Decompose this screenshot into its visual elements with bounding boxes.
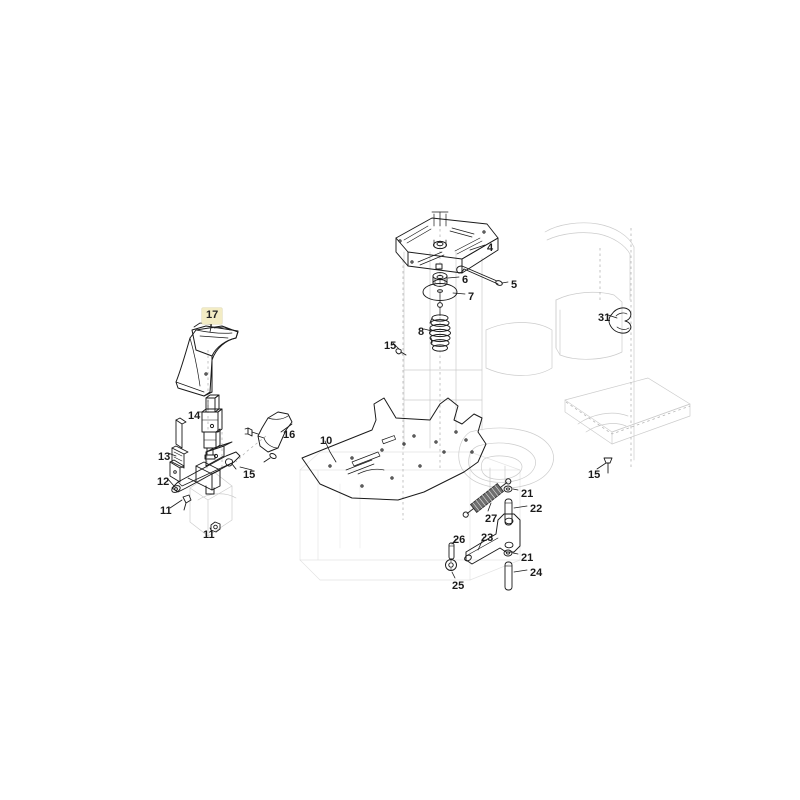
callout-16-knob-handle[interactable]: 16 — [283, 429, 296, 441]
callout-14-lever-body[interactable]: 14 — [188, 410, 201, 422]
part-21a-washer — [503, 485, 513, 493]
part-11a-bolt — [182, 494, 192, 511]
part-25-bushing-ring — [445, 559, 457, 571]
callout-15-screw[interactable]: 15 — [588, 469, 601, 481]
callout-7-washer-disc[interactable]: 7 — [468, 291, 475, 303]
part-22-pin-rod — [504, 498, 513, 526]
callout-15-screw[interactable]: 15 — [384, 340, 397, 352]
part-5-rod-link — [456, 265, 503, 286]
callout-31-clip-bracket[interactable]: 31 — [598, 312, 611, 324]
callout-leader-lines — [166, 244, 618, 579]
part-13-latch-plate — [169, 417, 189, 483]
part-21b-washer — [503, 549, 513, 557]
callout-11-bolt[interactable]: 11 — [160, 505, 172, 517]
part-16-knob-handle — [244, 411, 293, 463]
part-15a-screw — [395, 348, 407, 356]
callout-5-rod-link[interactable]: 5 — [511, 279, 518, 291]
callout-26-pin[interactable]: 26 — [453, 534, 466, 546]
part-24-pin-rod — [504, 561, 513, 591]
part-23-lever-arm — [464, 513, 521, 565]
callout-22-pin-rod[interactable]: 22 — [530, 503, 543, 515]
alignment-dashed-lines — [206, 218, 691, 520]
part-27-tension-spring — [462, 478, 512, 518]
callout-15-screw[interactable]: 15 — [243, 469, 256, 481]
part-10-floor-plate — [301, 397, 487, 501]
part-12-bracket-arm — [171, 441, 241, 495]
callout-11-nut[interactable]: 11 — [203, 529, 215, 541]
callout-10-floor-plate[interactable]: 10 — [320, 435, 333, 447]
part-8-coil-spring — [429, 314, 451, 352]
part-7-washer-disc — [422, 283, 458, 316]
callout-21-washer[interactable]: 21 — [521, 552, 534, 564]
part-4-pedal-pad — [395, 211, 499, 274]
part-15c-screw — [603, 457, 613, 474]
part-31-clip-bracket — [608, 307, 632, 334]
callout-4-pedal-pad-plate[interactable]: 4 — [487, 242, 494, 254]
callout-23-lever-arm[interactable]: 23 — [481, 532, 494, 544]
part-15b-screw — [225, 458, 237, 470]
part-26-pin — [448, 542, 455, 560]
callout-17-console-cover[interactable]: 17 — [202, 308, 223, 324]
callout-6-bushing[interactable]: 6 — [462, 274, 469, 286]
callout-25-bushing-ring[interactable]: 25 — [452, 580, 465, 592]
callout-13-latch-plate[interactable]: 13 — [158, 451, 171, 463]
callout-12-bracket-arm[interactable]: 12 — [157, 476, 170, 488]
callout-21-washer[interactable]: 21 — [521, 488, 534, 500]
callout-27-tension-spring[interactable]: 27 — [485, 513, 498, 525]
callout-8-coil-spring[interactable]: 8 — [418, 326, 425, 338]
callout-24-pin-rod[interactable]: 24 — [530, 567, 543, 579]
part-14-lever-body — [201, 394, 223, 460]
part-6-bushing — [432, 272, 448, 287]
ghost-machine-outline — [189, 222, 691, 581]
part-17-console-cover — [175, 322, 239, 397]
